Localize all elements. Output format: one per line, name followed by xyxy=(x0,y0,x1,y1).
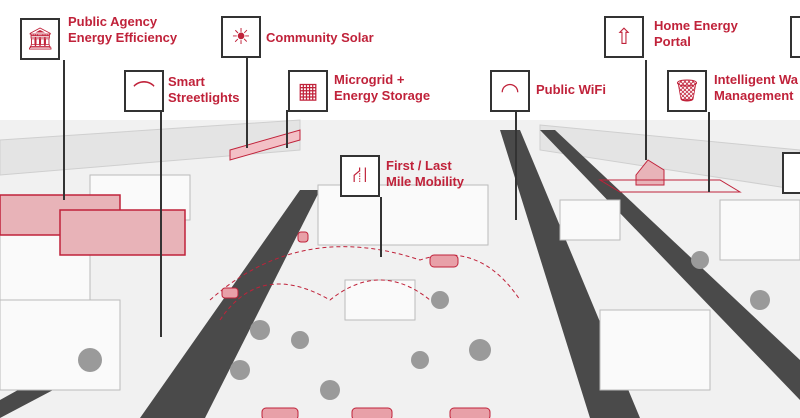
solar-panel-icon: ☀ xyxy=(221,16,261,58)
pole-home-energy xyxy=(645,60,647,160)
home-energy-house xyxy=(635,159,665,186)
label-wifi: Public WiFi xyxy=(536,82,606,97)
pole-streetlights xyxy=(160,112,162,337)
battery-grid-icon: ▦ xyxy=(288,70,328,112)
road-icon: ⛙ xyxy=(340,155,380,197)
streetlight-icon: ⌒ xyxy=(124,70,164,112)
solar-array xyxy=(229,129,301,161)
pole-microgrid xyxy=(286,110,288,148)
public-agency-buildings xyxy=(0,194,186,256)
traffic-light-icon: ⁝ xyxy=(782,152,800,194)
pole-wifi xyxy=(515,110,517,220)
partial-icon xyxy=(790,16,800,58)
mobility-paths xyxy=(209,246,521,321)
pole-mobility xyxy=(380,197,382,257)
pole-public-agency xyxy=(63,60,65,200)
wifi-icon: ◠ xyxy=(490,70,530,112)
vehicles xyxy=(221,231,491,418)
label-community-solar: Community Solar xyxy=(266,30,374,45)
home-upload-icon: ⇧ xyxy=(604,16,644,58)
waste-bin-icon: 🗑 xyxy=(667,70,707,112)
label-microgrid: Microgrid +Energy Storage xyxy=(334,72,431,103)
government-building-icon: 🏛 xyxy=(20,18,60,60)
pole-community-solar xyxy=(246,58,248,148)
pole-waste xyxy=(708,112,710,192)
